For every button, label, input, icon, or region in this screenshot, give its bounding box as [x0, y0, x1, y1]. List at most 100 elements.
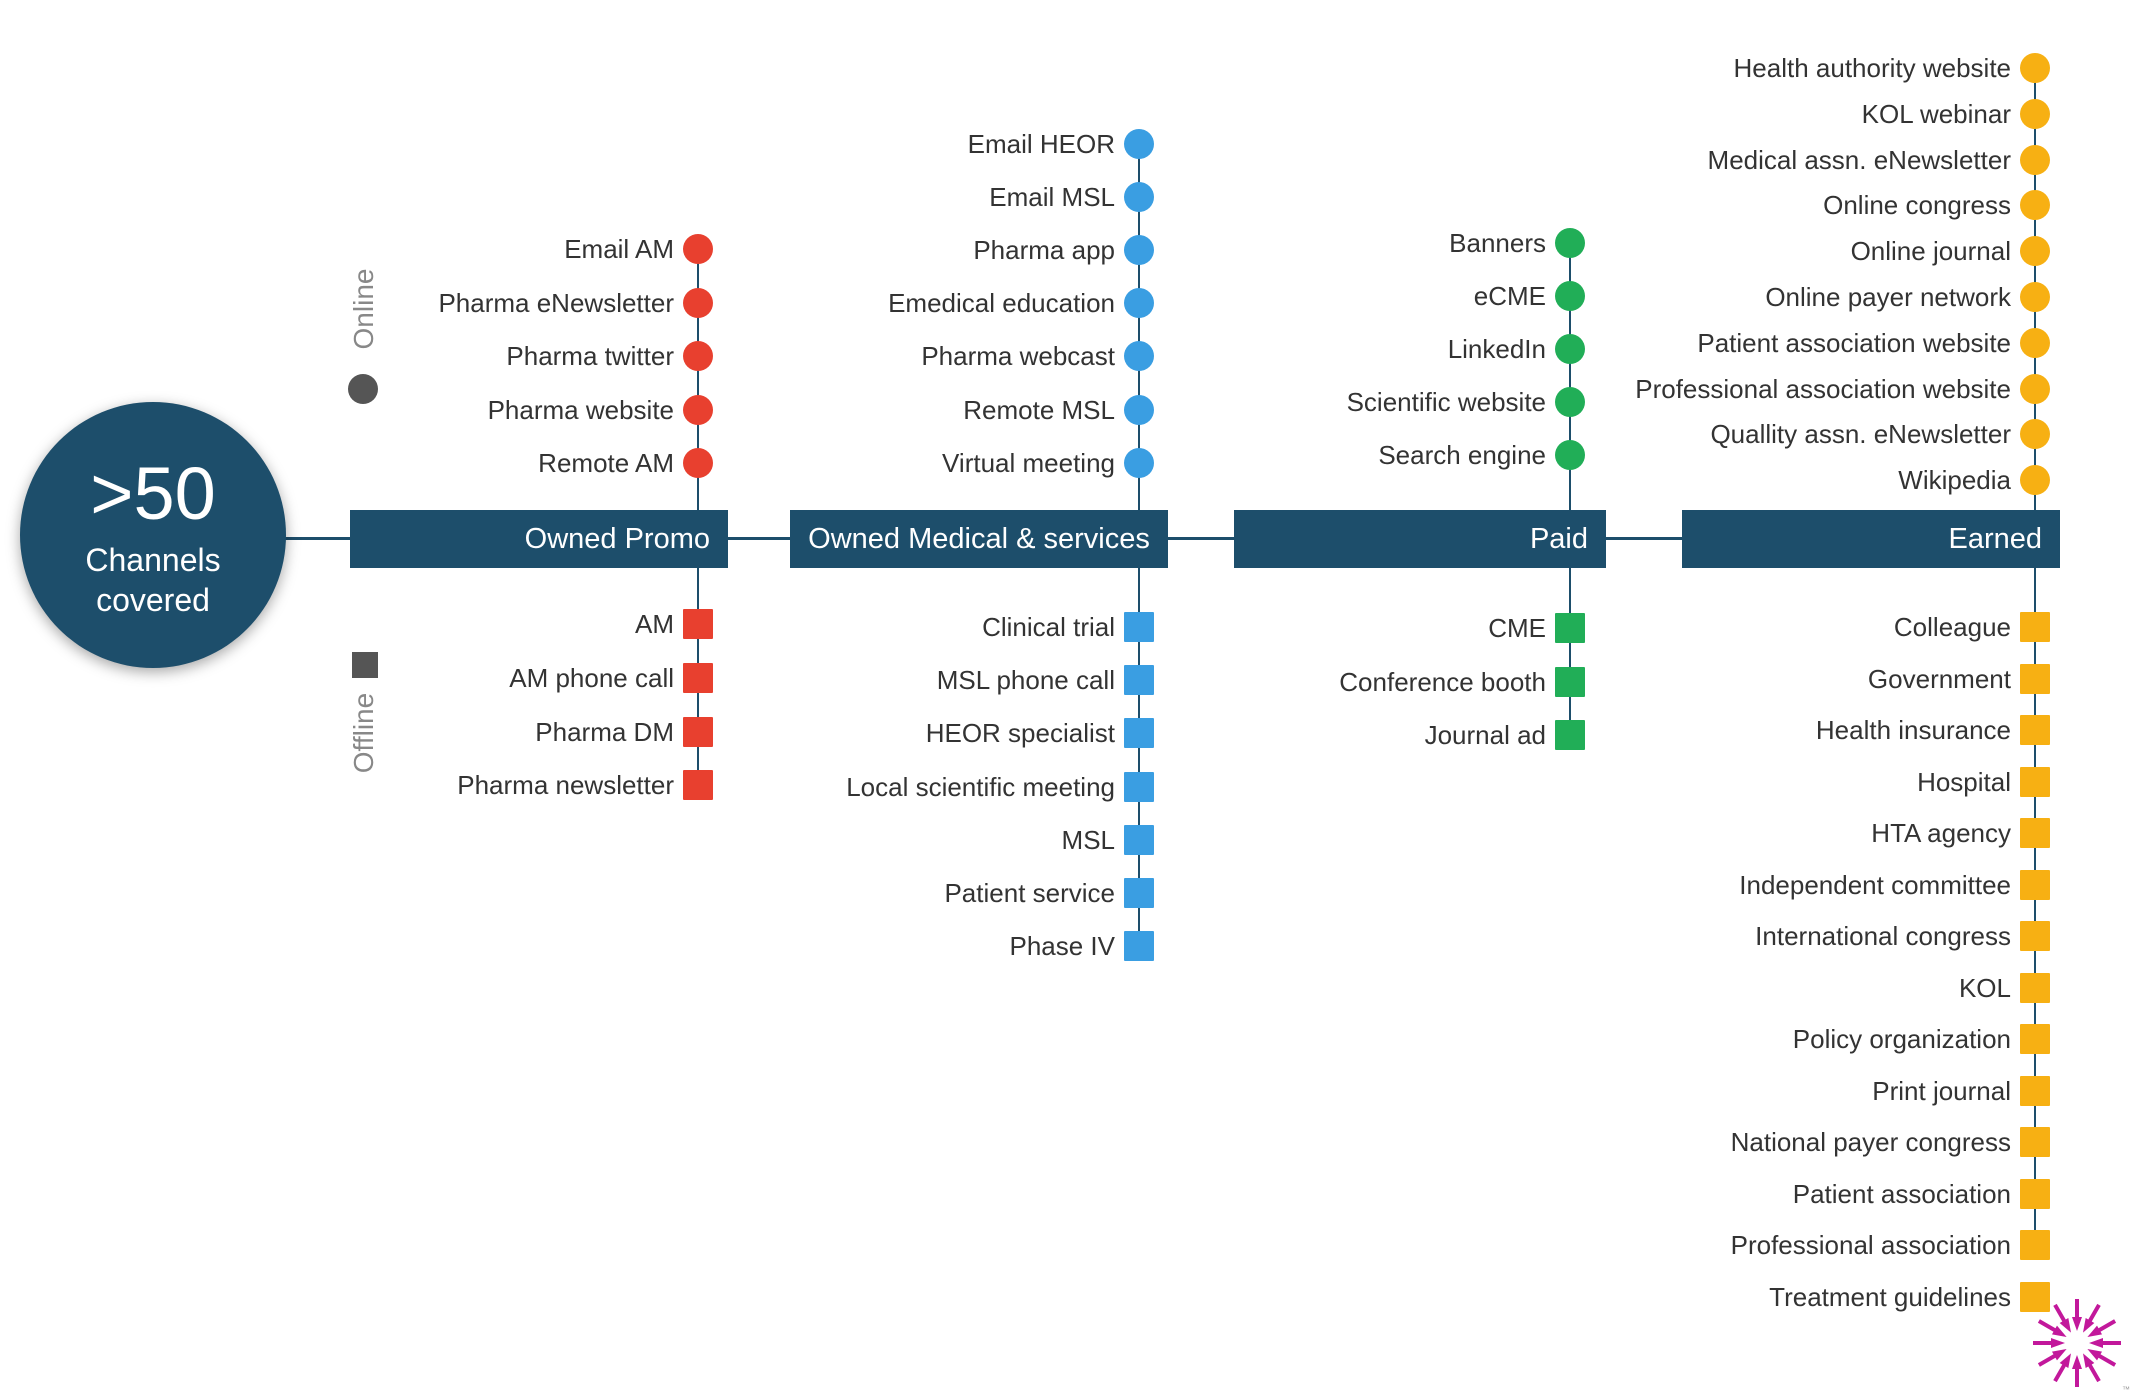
online-dot-icon	[2020, 53, 2050, 83]
earned-online-channel-item: Medical assn. eNewsletter	[1335, 140, 2050, 180]
online-dot-icon	[683, 234, 713, 264]
category-bar-owned-promo: Owned Promo	[350, 510, 728, 568]
earned-online-channel-item: Wikipedia	[1335, 460, 2050, 500]
offline-square-icon	[2020, 715, 2050, 745]
offline-square-icon	[683, 716, 713, 747]
channel-label: Patient association website	[1697, 328, 2011, 358]
earned-online-channel-item: Patient association website	[1335, 323, 2050, 363]
promo-offline-channel-item: AM	[0, 604, 713, 644]
hub-caption-line2: covered	[96, 582, 210, 618]
channel-label: Quallity assn. eNewsletter	[1710, 419, 2011, 449]
medical-offline-channel-item: Local scientific meeting	[439, 767, 1154, 807]
channel-label: Pharma newsletter	[457, 770, 674, 801]
legend-offline-square-icon	[352, 652, 378, 678]
channel-label: AM phone call	[509, 662, 674, 693]
channel-label: Virtual meeting	[942, 448, 1115, 478]
medical-online-connector	[1138, 143, 1140, 510]
offline-square-icon	[1124, 931, 1154, 962]
offline-square-icon	[1124, 665, 1154, 696]
channel-label: Journal ad	[1424, 720, 1546, 750]
offline-square-icon	[683, 609, 713, 639]
channel-label: Health authority website	[1733, 53, 2011, 83]
offline-square-icon	[2020, 1127, 2050, 1157]
earned-offline-channel-item: Policy organization	[1335, 1019, 2050, 1059]
channel-label: Remote AM	[538, 448, 674, 478]
channel-label: Independent committee	[1739, 869, 2011, 900]
channel-label: MSL	[1061, 824, 1115, 855]
channel-label: Policy organization	[1792, 1024, 2011, 1054]
channel-label: Pharma app	[973, 235, 1115, 265]
channels-hub: >50 Channels covered	[20, 402, 286, 668]
online-dot-icon	[2020, 282, 2050, 312]
medical-offline-channel-item: Clinical trial	[439, 607, 1154, 647]
paid-offline-channel-item: CME	[870, 608, 1585, 648]
offline-square-icon	[1124, 771, 1154, 802]
channel-label: Wikipedia	[1898, 465, 2011, 495]
channel-count: >50	[90, 452, 216, 535]
channel-label: International congress	[1755, 921, 2011, 951]
channel-label: KOL	[1958, 972, 2011, 1003]
channel-label: Print journal	[1872, 1075, 2011, 1106]
online-dot-icon	[2020, 374, 2050, 404]
offline-square-icon	[2020, 1230, 2050, 1260]
online-dot-icon	[2020, 145, 2050, 175]
channel-label: Scientific website	[1346, 387, 1546, 417]
medical-offline-connector	[1138, 568, 1140, 942]
channel-label: Health insurance	[1815, 715, 2011, 745]
earned-offline-channel-item: Treatment guidelines	[1335, 1277, 2050, 1317]
channel-label: Patient service	[944, 878, 1115, 908]
hub-caption: Channels covered	[20, 540, 286, 620]
offline-square-icon	[2020, 1281, 2050, 1312]
offline-square-icon	[2020, 869, 2050, 900]
legend-online-dot-icon	[348, 374, 378, 404]
promo-offline-channel-item: AM phone call	[0, 658, 713, 698]
brand-logo-icon: ™	[2033, 1299, 2130, 1394]
channel-label: Online journal	[1850, 236, 2011, 266]
offline-square-icon	[2020, 921, 2050, 951]
channel-label: Pharma webcast	[921, 341, 1115, 371]
online-dot-icon	[1555, 334, 1585, 364]
channel-label: eCME	[1473, 281, 1546, 311]
timeline-spine	[280, 537, 2060, 540]
channel-label: KOL webinar	[1861, 99, 2011, 129]
hub-caption-line1: Channels	[85, 542, 221, 578]
promo-online-channel-item: Email AM	[0, 229, 713, 269]
channel-label: Patient association	[1792, 1178, 2011, 1209]
channel-label: Banners	[1449, 228, 1546, 258]
online-dot-icon	[2020, 99, 2050, 129]
offline-square-icon	[2020, 663, 2050, 694]
medical-online-channel-item: Remote MSL	[439, 390, 1154, 430]
online-dot-icon	[683, 288, 713, 318]
promo-online-channel-item: Remote AM	[0, 443, 713, 483]
offline-square-icon	[1124, 878, 1154, 908]
offline-square-icon	[2020, 1178, 2050, 1209]
earned-online-channel-item: KOL webinar	[1335, 94, 2050, 134]
channel-label: Pharma website	[487, 395, 674, 425]
earned-offline-channel-item: National payer congress	[1335, 1122, 2050, 1162]
online-dot-icon	[1124, 395, 1154, 425]
promo-offline-channel-item: Pharma DM	[0, 712, 713, 752]
online-dot-icon	[1124, 448, 1154, 478]
offline-square-icon	[683, 662, 713, 693]
medical-online-channel-item: Emedical education	[439, 283, 1154, 323]
channel-label: Email MSL	[989, 182, 1115, 212]
online-dot-icon	[683, 448, 713, 478]
promo-online-channel-item: Pharma eNewsletter	[0, 283, 713, 323]
earned-offline-channel-item: Health insurance	[1335, 710, 2050, 750]
medical-online-channel-item: Pharma webcast	[439, 336, 1154, 376]
online-dot-icon	[1124, 129, 1154, 159]
earned-offline-channel-item: International congress	[1335, 916, 2050, 956]
earned-offline-channel-item: Government	[1335, 659, 2050, 699]
online-dot-icon	[2020, 419, 2050, 449]
promo-online-channel-item: Pharma twitter	[0, 336, 713, 376]
paid-offline-channel-item: Journal ad	[870, 715, 1585, 755]
channel-label: Conference booth	[1339, 666, 1546, 697]
channel-label: AM	[635, 609, 674, 639]
paid-offline-connector	[1569, 568, 1571, 735]
medical-online-channel-item: Virtual meeting	[439, 443, 1154, 483]
earned-offline-channel-item: KOL	[1335, 968, 2050, 1008]
paid-online-channel-item: Banners	[870, 223, 1585, 263]
channel-label: CME	[1488, 613, 1546, 643]
online-dot-icon	[2020, 190, 2050, 220]
channel-label: Phase IV	[1009, 931, 1115, 962]
